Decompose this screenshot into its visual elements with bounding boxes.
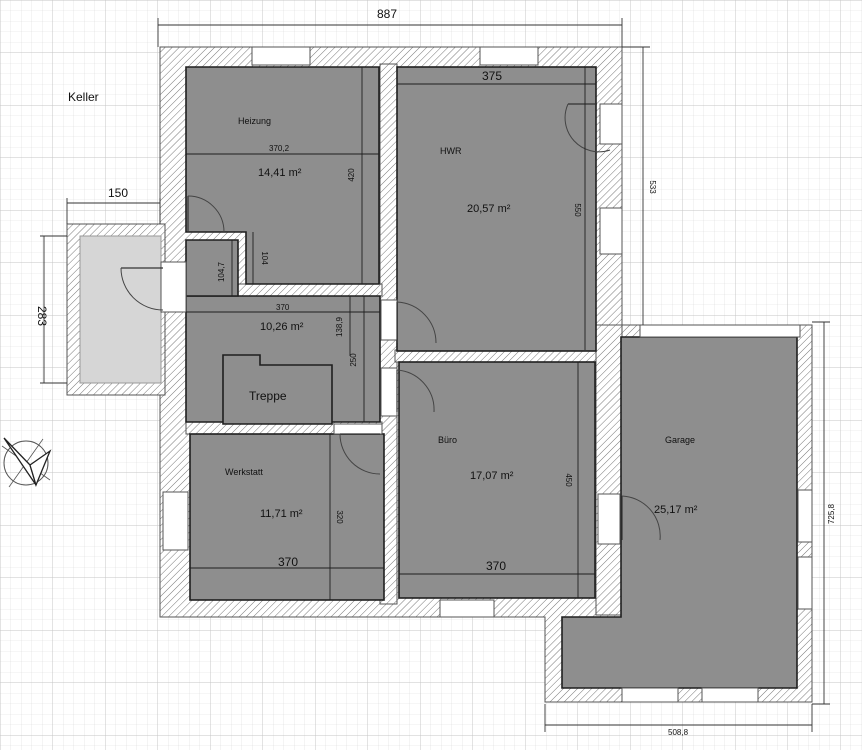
window-hwr-east-2 xyxy=(599,207,623,255)
window-top-right xyxy=(479,46,539,66)
window-garage-south-1 xyxy=(621,687,679,703)
dim-total-width: 887 xyxy=(377,7,397,21)
window-hwr-east-1 xyxy=(599,103,623,145)
dim-buero-height: 450 xyxy=(564,473,573,487)
room-treppe[interactable] xyxy=(222,354,333,425)
area-heizung: 14,41 m² xyxy=(258,167,302,179)
room-flur-stub xyxy=(185,239,239,297)
dim-flur-height: 138,9 xyxy=(335,316,344,337)
rooms xyxy=(79,66,798,689)
dim-heizung-width: 370,2 xyxy=(269,144,290,153)
labels: Keller Heizung 14,41 m² HWR 20,57 m² 10,… xyxy=(35,7,836,737)
dimension-lines xyxy=(40,18,830,732)
dim-right-height-upper: 533 xyxy=(648,180,657,194)
window-buero-east xyxy=(597,493,621,545)
dim-left-annex-height: 283 xyxy=(35,306,49,326)
dim-flur-width: 370 xyxy=(276,303,290,312)
inner-wall-garage xyxy=(595,324,623,616)
dim-small-104-7: 104,7 xyxy=(217,261,226,282)
window-garage-east-1 xyxy=(797,489,813,543)
area-garage: 25,17 m² xyxy=(654,504,698,516)
area-werkstatt: 11,71 m² xyxy=(260,508,303,520)
window-garage-east-2 xyxy=(797,556,813,610)
room-name-treppe: Treppe xyxy=(249,389,287,403)
dim-small-104: 104 xyxy=(260,251,269,265)
area-flur: 10,26 m² xyxy=(260,321,304,333)
window-annex xyxy=(160,261,187,313)
left-annex-room xyxy=(79,235,162,384)
window-flur-2 xyxy=(380,367,398,417)
door-hwr[interactable] xyxy=(564,103,611,153)
dim-garage-height: 725,8 xyxy=(827,503,836,524)
dim-hwr-height: 550 xyxy=(573,203,582,217)
room-name-garage: Garage xyxy=(665,435,695,445)
window-garage-top xyxy=(639,324,801,338)
window-garage-south-2 xyxy=(701,687,759,703)
dim-heizung-height: 420 xyxy=(347,168,356,182)
room-name-hwr: HWR xyxy=(440,146,462,156)
dim-werkstatt-width: 370 xyxy=(278,555,298,569)
windows xyxy=(160,46,813,703)
window-flur-1 xyxy=(380,299,398,341)
door-heizung[interactable] xyxy=(187,195,225,233)
door-werkstatt[interactable] xyxy=(339,433,381,475)
door-garage[interactable] xyxy=(621,495,661,541)
window-top-left xyxy=(251,46,311,66)
dim-left-annex-width: 150 xyxy=(108,186,128,200)
dim-werkstatt-height: 320 xyxy=(335,510,344,524)
door-annex[interactable] xyxy=(120,267,164,311)
room-buero[interactable] xyxy=(398,361,596,599)
room-heizung[interactable] xyxy=(185,66,380,285)
door-flur-hwr[interactable] xyxy=(396,301,437,344)
door-buero[interactable] xyxy=(396,369,435,413)
area-hwr: 20,57 m² xyxy=(467,203,511,215)
window-werkstatt-west xyxy=(162,491,189,551)
window-werkstatt-top xyxy=(333,423,383,435)
dim-treppe-height: 250 xyxy=(349,353,358,367)
window-buero-south xyxy=(439,599,495,618)
dim-garage-width: 508,8 xyxy=(668,728,689,737)
room-name-werkstatt: Werkstatt xyxy=(225,467,263,477)
room-name-buero: Büro xyxy=(438,435,457,445)
doors xyxy=(120,103,661,541)
room-hwr[interactable] xyxy=(396,66,597,352)
dim-buero-width: 370 xyxy=(486,559,506,573)
compass-icon xyxy=(1,437,52,488)
area-buero: 17,07 m² xyxy=(470,470,514,482)
room-name-heizung: Heizung xyxy=(238,116,271,126)
floor-label: Keller xyxy=(68,90,99,104)
dim-hwr-width: 375 xyxy=(482,69,502,83)
